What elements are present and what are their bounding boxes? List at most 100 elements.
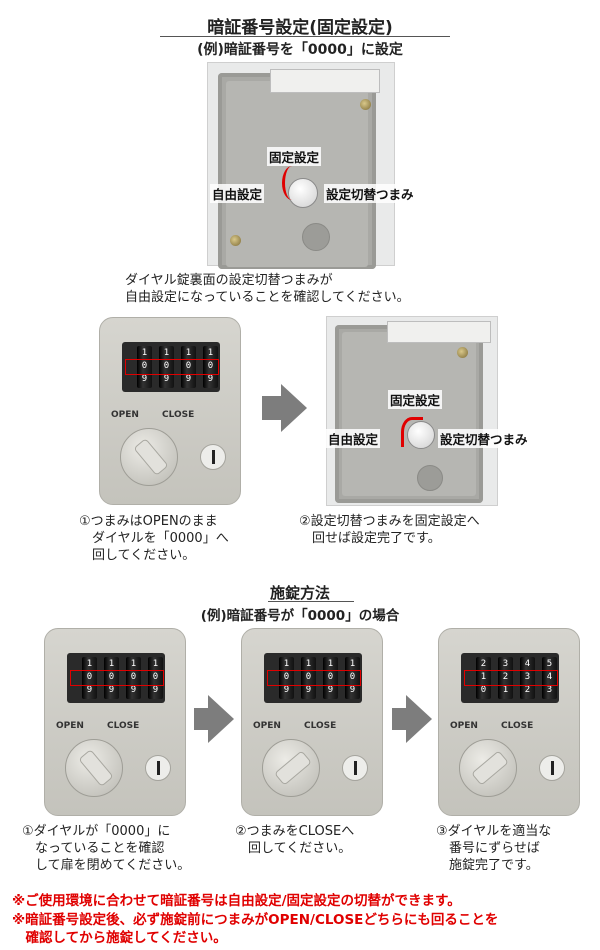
lock-step3-caption: ③ダイヤルを適当な 番号にずらせば 施錠完了です。	[436, 824, 552, 873]
arrow-right-icon	[281, 384, 307, 432]
dial-digit: 9	[207, 374, 214, 384]
open-label: OPEN	[253, 721, 281, 731]
open-label: OPEN	[450, 721, 478, 731]
close-label: CLOSE	[501, 721, 534, 731]
dial-digit: 2	[480, 659, 487, 669]
lock-knob[interactable]	[262, 739, 320, 797]
section1-title: 暗証番号設定(固定設定)	[207, 18, 393, 38]
key-slot	[200, 444, 226, 470]
label-fixed-setting: 固定設定	[267, 147, 322, 166]
dial-digit: 9	[152, 685, 159, 695]
dial-digit: 0	[207, 361, 214, 371]
dial-digit: 2	[502, 672, 509, 682]
latch-clip	[387, 321, 491, 343]
dial-digit: 9	[185, 374, 192, 384]
dial-digit: 1	[327, 659, 334, 669]
lock-knob[interactable]	[65, 739, 123, 797]
dial-digit: 1	[163, 348, 170, 358]
dial-digit: 1	[130, 659, 137, 669]
section1-divider	[160, 36, 450, 37]
dial-digit: 0	[305, 672, 312, 682]
label-fixed-setting: 固定設定	[388, 390, 443, 409]
screw	[360, 99, 371, 110]
dial-digit: 1	[305, 659, 312, 669]
dial-digit: 2	[524, 685, 531, 695]
dial-digit: 9	[163, 374, 170, 384]
dial-digit: 5	[546, 659, 553, 669]
code-highlight-box	[464, 670, 558, 686]
screw	[230, 235, 241, 246]
dial-digit: 0	[163, 361, 170, 371]
dial-digit: 9	[349, 685, 356, 695]
screw	[457, 347, 468, 358]
dial-digit: 9	[305, 685, 312, 695]
knob-grip[interactable]	[78, 749, 114, 787]
code-highlight-box	[267, 670, 361, 686]
lock-knob[interactable]	[120, 428, 178, 486]
knob-grip[interactable]	[471, 750, 509, 786]
lock-step1-caption: ①ダイヤルが「0000」に なっていることを確認 して扉を閉めてください。	[22, 824, 191, 873]
dial-digit: 3	[502, 659, 509, 669]
dial-digit: 0	[327, 672, 334, 682]
rotation-arrow	[282, 166, 302, 200]
code-highlight-box	[70, 670, 164, 686]
arrow-right-icon	[208, 695, 234, 743]
knob-grip[interactable]	[133, 438, 169, 476]
knob-grip[interactable]	[274, 750, 312, 786]
dial-digit: 9	[108, 685, 115, 695]
lock-hole	[417, 465, 443, 491]
step1-caption: ①つまみはOPENのまま ダイヤルを「0000」へ 回してください。	[79, 514, 229, 563]
latch-clip	[270, 69, 380, 93]
rear-check-note: ダイヤル錠裏面の設定切替つまみが 自由設定になっていることを確認してください。	[125, 273, 410, 305]
lock-hole	[302, 223, 330, 251]
dial-window: 1 0 9 1 0 9 1 0 9 1 0 9	[122, 342, 220, 392]
dial-digit: 1	[349, 659, 356, 669]
dial-digit: 0	[141, 361, 148, 371]
dial-digit: 1	[185, 348, 192, 358]
arrow-right-icon	[262, 396, 282, 420]
section2-subtitle: (例)暗証番号が「0000」の場合	[200, 608, 400, 624]
close-label: CLOSE	[107, 721, 140, 731]
dial-digit: 0	[152, 672, 159, 682]
key-slot	[342, 755, 368, 781]
dial-digit: 1	[283, 659, 290, 669]
arrow-right-icon	[194, 708, 210, 730]
section2-title: 施錠方法	[269, 584, 330, 602]
dial-digit: 0	[130, 672, 137, 682]
back-plate	[335, 325, 483, 503]
back-panel-photo-step2	[326, 316, 498, 506]
dial-digit: 1	[207, 348, 214, 358]
close-label: CLOSE	[162, 410, 195, 420]
dial-digit: 0	[185, 361, 192, 371]
dial-digit: 9	[130, 685, 137, 695]
dial-digit: 4	[546, 672, 553, 682]
section2-divider	[268, 601, 354, 602]
label-free-setting: 自由設定	[326, 429, 381, 448]
step2-caption: ②設定切替つまみを固定設定へ 回せば設定完了です。	[299, 514, 480, 546]
dial-digit: 1	[480, 672, 487, 682]
label-free-setting: 自由設定	[210, 184, 265, 203]
key-slot	[145, 755, 171, 781]
dial-digit: 1	[86, 659, 93, 669]
section1-subtitle: (例)暗証番号を「0000」に設定	[197, 42, 403, 58]
dial-digit: 9	[327, 685, 334, 695]
rotation-arrow	[401, 417, 423, 447]
dial-digit: 9	[141, 374, 148, 384]
lock-knob[interactable]	[459, 739, 517, 797]
dial-digit: 0	[349, 672, 356, 682]
warning-note: ※ご使用環境に合わせて暗証番号は自由設定/固定設定の切替ができます。	[12, 893, 461, 909]
back-panel-photo-top	[207, 62, 395, 269]
key-slot	[539, 755, 565, 781]
dial-digit: 0	[480, 685, 487, 695]
dial-digit: 9	[86, 685, 93, 695]
code-highlight-box	[125, 359, 219, 375]
dial-lock-step1: 1 0 9 1 0 9 1 0 9 1 0 9 OPEN CLOSE	[99, 317, 241, 505]
dial-digit: 0	[283, 672, 290, 682]
open-label: OPEN	[111, 410, 139, 420]
dial-digit: 1	[141, 348, 148, 358]
arrow-right-icon	[406, 695, 432, 743]
